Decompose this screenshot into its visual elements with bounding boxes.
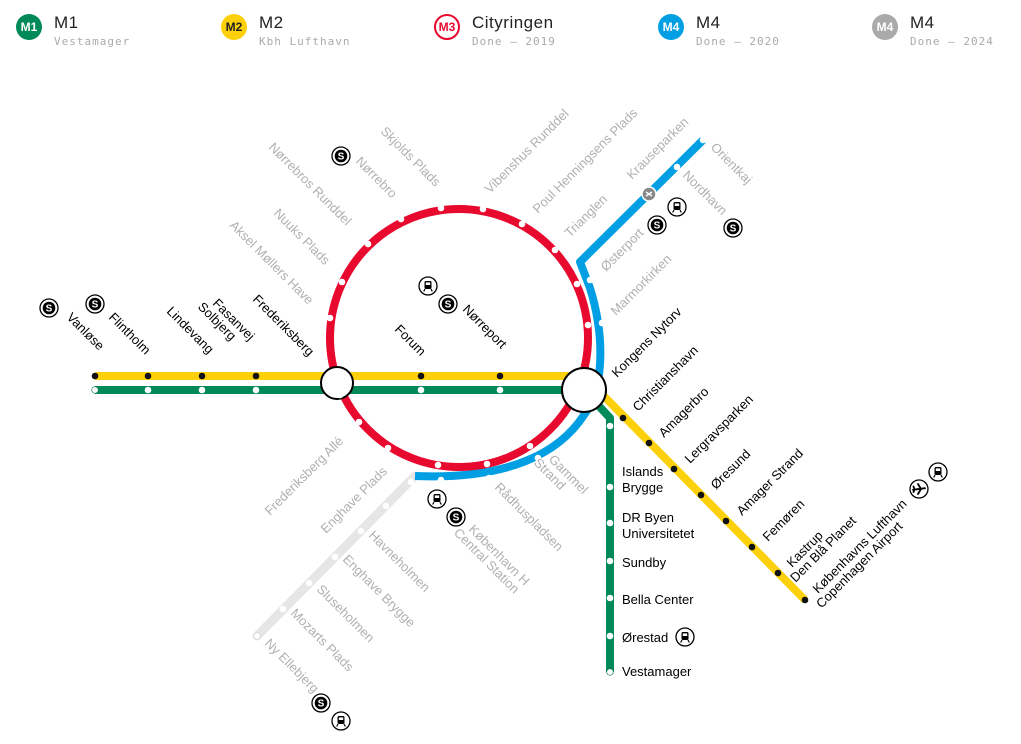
train-icon — [667, 197, 687, 217]
legend-sub: Done — 2020 — [696, 35, 780, 48]
s-train-icon — [647, 215, 667, 235]
station-label-ny-ellebjerg: Ny Ellebjerg — [262, 636, 322, 696]
s-train-icon — [311, 693, 331, 713]
legend-sub: Vestamager — [54, 35, 131, 48]
station-label-sundby: Sundby — [622, 555, 667, 570]
m3-ring — [326, 205, 592, 471]
train-icon — [331, 711, 351, 731]
airport-icon — [909, 479, 929, 499]
s-train-icon — [85, 294, 105, 314]
station-label-trianglen: Trianglen — [562, 192, 611, 241]
m4-future-badge: M4 — [872, 14, 898, 40]
legend-sub: Done — 2024 — [910, 35, 994, 48]
station-label-krauseparken: Krauseparken — [624, 114, 692, 182]
legend-name: M4 — [696, 13, 721, 32]
train-icon — [675, 627, 695, 647]
station-label-oresund: Øresund — [708, 446, 754, 492]
station-label-radhuspladsen: Rådhuspladsen — [492, 480, 567, 555]
frederiksberg-hub — [320, 366, 354, 400]
m1-badge: M1 — [16, 14, 42, 40]
m4-badge: M4 — [658, 14, 684, 40]
station-label-norreport: Nørreport — [460, 302, 510, 352]
train-icon — [427, 489, 447, 509]
station-label-vanlose: Vanløse — [64, 310, 108, 354]
legend-name: Cityringen — [472, 13, 554, 32]
station-labels: Vanløse Flintholm Lindevang FasanvejSolb… — [64, 105, 910, 696]
station-label-bella-center: Bella Center — [622, 592, 694, 607]
station-label-forum: Forum — [392, 322, 429, 359]
legend-sub: Done — 2019 — [472, 35, 556, 48]
kongens-nytorv-hub — [561, 367, 607, 413]
s-train-icon — [331, 146, 351, 166]
m2-badge: M2 — [221, 14, 247, 40]
legend-name: M2 — [259, 13, 284, 32]
transfer-icons — [39, 146, 948, 731]
s-train-icon — [446, 507, 466, 527]
station-label-nordhavn: Nordhavn — [680, 168, 730, 218]
m1-stop-dots — [91, 386, 614, 676]
station-label-nuuks-plads: Nuuks Plads — [271, 206, 334, 269]
s-train-icon — [723, 218, 743, 238]
station-label-femoren: Femøren — [760, 496, 808, 544]
train-icon — [418, 276, 438, 296]
s-train-icon — [438, 294, 458, 314]
krauseparken-stop — [641, 186, 657, 202]
station-label-kobenhavn-h: København HCentral Station — [451, 516, 533, 598]
m4-future-stop-dots — [253, 478, 415, 640]
m4-line — [414, 137, 706, 481]
station-label-orestad: Ørestad — [622, 630, 668, 645]
m3-stop-dots — [326, 204, 592, 469]
station-label-amagerbro: Amagerbro — [656, 384, 712, 440]
station-label-frederiksberg-alle: Frederiksberg Allé — [262, 433, 347, 518]
station-label-orientkaj: Orientkaj — [708, 140, 755, 187]
station-label-vestamager: Vestamager — [622, 664, 692, 679]
m2-line — [95, 372, 808, 603]
m4-stop-dots — [437, 136, 707, 484]
legend: M1 M1 Vestamager M2 M2 Kbh Lufthavn M3 C… — [0, 12, 1021, 52]
station-label-enghave-plads: Enghave Plads — [318, 463, 391, 536]
train-icon — [928, 462, 948, 482]
m2-stop-dots — [91, 372, 809, 604]
s-train-icon — [39, 298, 59, 318]
m3-badge: M3 — [434, 14, 460, 40]
legend-name: M1 — [54, 13, 79, 32]
legend-name: M4 — [910, 13, 935, 32]
legend-sub: Kbh Lufthavn — [259, 35, 351, 48]
station-label-flintholm: Flintholm — [106, 310, 154, 358]
station-label-norrebro: Nørrebro — [353, 154, 400, 201]
